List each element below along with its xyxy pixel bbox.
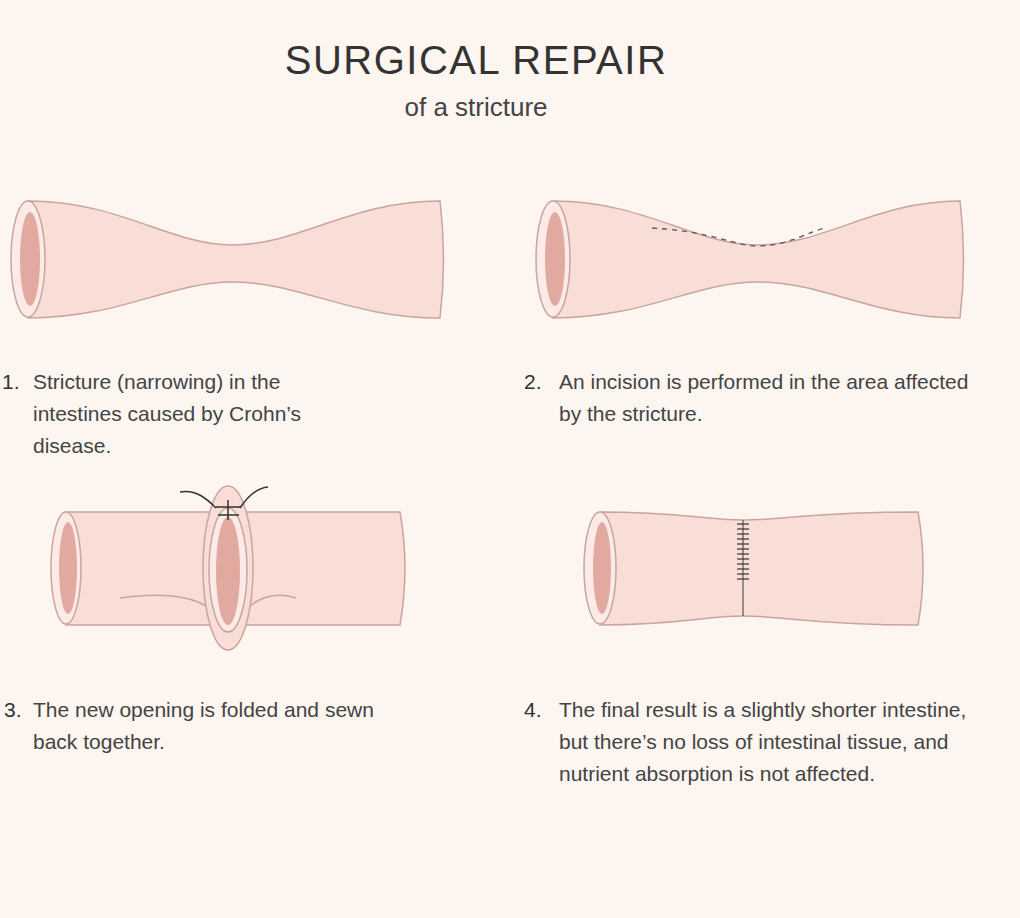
repaired-intestine: [600, 512, 923, 625]
stitch: [737, 553, 749, 554]
intestine-end: [584, 512, 616, 624]
stitch: [737, 563, 749, 564]
lumen: [59, 522, 77, 614]
step-caption: The new opening is folded and sewn back …: [33, 694, 378, 758]
stitch: [737, 558, 749, 559]
step-caption: An incision is performed in the area aff…: [559, 366, 969, 430]
subtitle: of a stricture: [404, 92, 547, 123]
intestine-end: [536, 201, 570, 317]
title: SURGICAL REPAIR: [285, 38, 668, 83]
stitch: [737, 543, 749, 544]
callout-number: 1.: [2, 366, 20, 398]
stitch: [737, 548, 749, 549]
stitch: [737, 528, 749, 529]
fold-line: [250, 595, 296, 606]
step-caption: The final result is a slightly shorter i…: [559, 694, 969, 790]
intestine-stricture: [553, 201, 964, 318]
lumen: [545, 212, 565, 306]
opening: [209, 508, 247, 632]
stitch: [737, 538, 749, 539]
stitch: [737, 568, 749, 569]
incision-line: [652, 228, 826, 246]
suture-stitch: [216, 500, 241, 520]
stitch: [737, 578, 749, 579]
suture-thread: [240, 487, 268, 508]
intestine-end: [11, 201, 45, 317]
opening-lumen: [216, 517, 240, 625]
intestine-stricture: [28, 201, 444, 318]
callout-number: 4.: [524, 694, 542, 726]
opening-flap: [203, 486, 253, 650]
lumen: [20, 212, 40, 306]
stitch: [737, 573, 749, 574]
callout-number: 3.: [4, 694, 22, 726]
callout-number: 2.: [524, 366, 542, 398]
lumen: [593, 522, 611, 614]
step-caption: Stricture (narrowing) in the intestines …: [33, 366, 368, 462]
stitch: [737, 523, 749, 524]
fold-line: [120, 595, 206, 606]
intestine: [66, 512, 405, 625]
suture-thread: [180, 491, 216, 508]
stitch: [737, 533, 749, 534]
intestine-end: [51, 512, 81, 624]
